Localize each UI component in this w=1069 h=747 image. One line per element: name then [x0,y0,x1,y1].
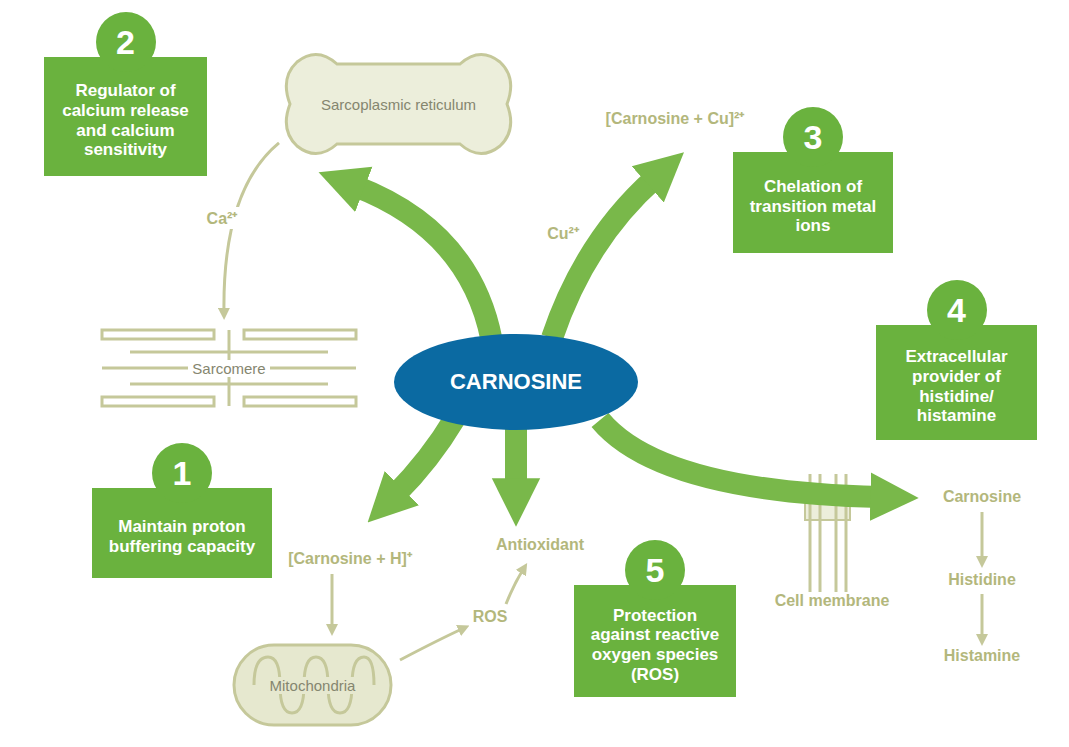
function-box: 1Maintain proton buffering capacity [92,488,272,578]
center-ellipse: CARNOSINE [394,334,638,430]
thin-arrow [981,512,984,562]
annotation: Cell membrane [772,592,893,610]
function-box: 4Extracellular provider of histidine/ hi… [876,325,1037,440]
shape-label: CARNOSINE [394,334,638,430]
annotation: ROS [470,608,511,626]
shape-text: Sarcoplasmic reticulum [317,96,480,113]
shape-text: Sarcomere [188,360,269,377]
annotation: Histidine [945,571,1019,589]
thick-arrow [505,428,527,488]
callout-number: 2 [96,12,156,72]
thin-arrow [506,568,524,604]
thick-arrow [600,420,880,497]
shape-label: Sarcomere [100,328,358,408]
annotation: Cu²⁺ [544,222,582,244]
function-box: 2Regulator of calcium release and calciu… [44,57,207,176]
callout-number: 3 [783,107,843,167]
function-box: 3Chelation of transition metal ions [733,152,893,253]
thick-arrow [552,178,655,338]
annotation: [Carnosine + H]⁺ [285,547,415,569]
callout-number: 1 [152,443,212,503]
box-text: Protection against reactive oxygen speci… [582,606,728,684]
box-text: Chelation of transition metal ions [741,177,885,236]
shape-label: Sarcoplasmic reticulum [277,50,520,158]
sarcoplasmic-reticulum: Sarcoplasmic reticulum [277,50,520,158]
callout-number: 4 [927,280,987,340]
thin-arrow [981,594,984,640]
box-body: Maintain proton buffering capacity [92,488,272,578]
thin-arrow [331,574,334,630]
annotation: Histamine [941,647,1023,665]
function-box: 5Protection against reactive oxygen spec… [574,585,736,697]
mitochondrion: Mitochondria [232,643,393,727]
thick-arrow [395,418,455,495]
annotation: Antioxidant [493,536,587,554]
shape-text: CARNOSINE [446,369,586,395]
annotation: [Carnosine + Cu]²⁺ [603,107,748,129]
box-body: Extracellular provider of histidine/ his… [876,325,1037,440]
box-body: Regulator of calcium release and calcium… [44,57,207,176]
shape-label: Mitochondria [232,643,393,727]
thin-arrow [400,628,464,660]
annotation: Carnosine [940,488,1024,506]
box-text: Extracellular provider of histidine/ his… [884,347,1029,425]
box-body: Chelation of transition metal ions [733,152,893,253]
edge-label: Ca²⁺ [204,207,241,229]
box-text: Maintain proton buffering capacity [100,517,264,556]
callout-number: 5 [625,540,685,600]
sarcomere: Sarcomere [100,328,358,408]
box-body: Protection against reactive oxygen speci… [574,585,736,697]
shape-text: Mitochondria [266,677,360,694]
thick-arrow [355,186,492,340]
box-text: Regulator of calcium release and calcium… [52,81,199,159]
